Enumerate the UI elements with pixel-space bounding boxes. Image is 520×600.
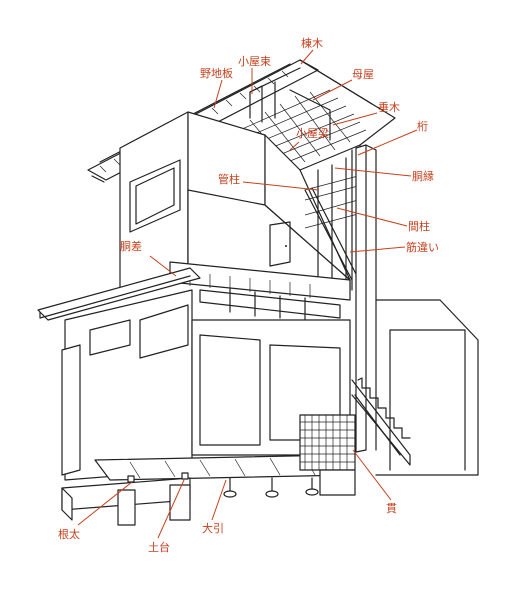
labels: 棟木 野地板 小屋束 母屋 垂木 桁 小屋梁 管柱 胴縁 間柱 筋違い 胴差 貫… (58, 36, 439, 554)
label-neda: 根太 (58, 527, 80, 541)
label-keta: 桁 (417, 119, 428, 133)
label-moya: 母屋 (352, 68, 374, 81)
label-dodai: 土台 (148, 540, 170, 554)
middle-floor (169, 261, 351, 321)
upper-floor (119, 111, 377, 453)
lattice-wall (299, 414, 356, 471)
label-ooбiki: 大引 (202, 521, 224, 535)
label-koyazuka: 小屋束 (238, 55, 271, 68)
label-mabashira: 間柱 (408, 219, 430, 233)
label-munagi: 棟木 (301, 36, 323, 50)
label-doubuchi: 胴縁 (412, 169, 434, 183)
label-koyabari: 小屋梁 (296, 126, 329, 140)
label-sujikai: 筋違い (406, 240, 439, 254)
leader-lines (77, 49, 418, 539)
stairs (351, 377, 411, 466)
label-taruki: 垂木 (378, 101, 400, 114)
label-nuki: 貫 (386, 502, 397, 515)
label-nojiita: 野地板 (200, 66, 233, 80)
label-dousa: 胴差 (120, 239, 142, 253)
ground-floor (37, 267, 479, 526)
label-kudabashira: 管柱 (218, 172, 240, 186)
